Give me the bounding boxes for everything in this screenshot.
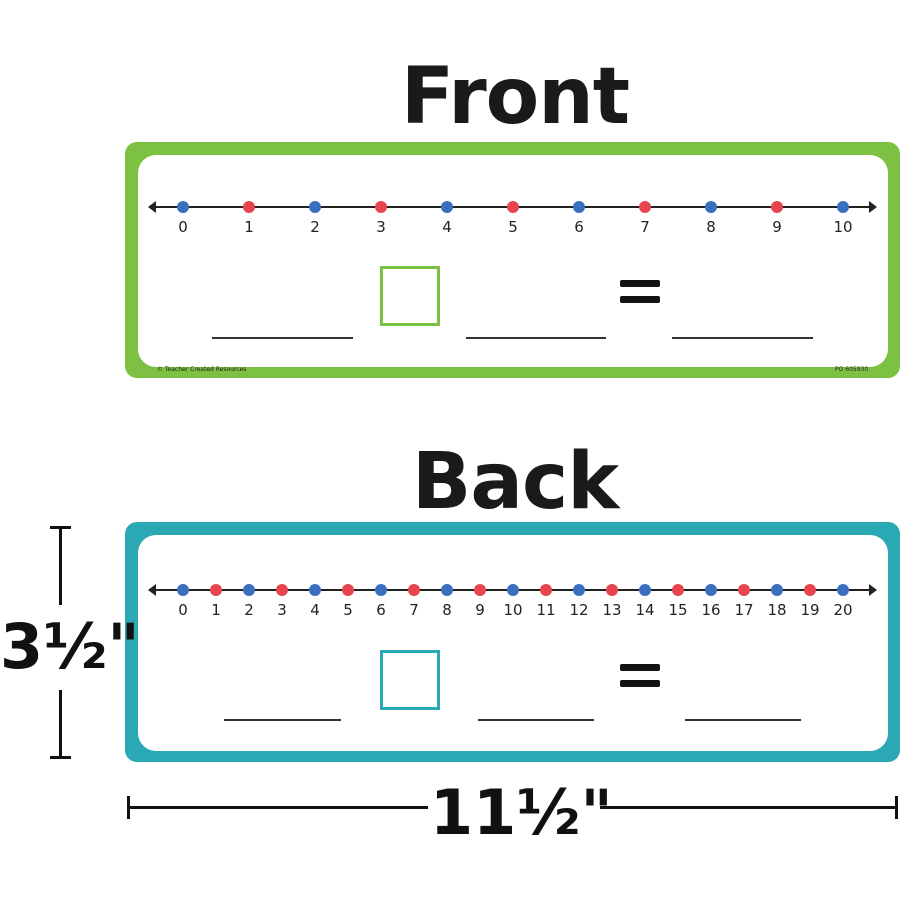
number-label: 3 xyxy=(376,218,386,236)
number-label: 13 xyxy=(602,601,622,619)
operator-box xyxy=(380,650,440,710)
number-dot xyxy=(771,584,783,596)
height-bar xyxy=(59,527,62,605)
width-cap xyxy=(127,796,130,819)
number-label: 0 xyxy=(178,601,188,619)
number-label: 4 xyxy=(442,218,452,236)
number-label: 8 xyxy=(706,218,716,236)
number-dot xyxy=(507,201,519,213)
height-cap xyxy=(50,526,71,529)
number-label: 10 xyxy=(503,601,523,619)
number-label: 1 xyxy=(244,218,254,236)
number-dot xyxy=(276,584,288,596)
operator-box xyxy=(380,266,440,326)
back-card xyxy=(125,522,900,762)
number-label: 11 xyxy=(536,601,556,619)
number-label: 16 xyxy=(701,601,721,619)
number-dot xyxy=(804,584,816,596)
back-card-inner xyxy=(138,535,888,751)
number-dot xyxy=(639,584,651,596)
height-bar xyxy=(59,690,62,758)
number-label: 5 xyxy=(508,218,518,236)
number-label: 7 xyxy=(409,601,419,619)
number-label: 10 xyxy=(833,218,853,236)
number-dot xyxy=(474,584,486,596)
answer-blank xyxy=(212,337,353,339)
number-label: 2 xyxy=(244,601,254,619)
number-label: 20 xyxy=(833,601,853,619)
equals-sign xyxy=(620,680,660,687)
number-label: 19 xyxy=(800,601,820,619)
number-dot xyxy=(309,201,321,213)
number-dot xyxy=(375,201,387,213)
number-dot xyxy=(441,584,453,596)
front-card: © Teacher Created Resources PO 605930 xyxy=(125,142,900,378)
number-label: 15 xyxy=(668,601,688,619)
number-dot xyxy=(573,584,585,596)
number-dot xyxy=(738,584,750,596)
number-dot xyxy=(507,584,519,596)
number-dot xyxy=(672,584,684,596)
equals-sign xyxy=(620,296,660,303)
width-bar xyxy=(128,806,428,809)
number-label: 1 xyxy=(211,601,221,619)
number-dot xyxy=(342,584,354,596)
number-label: 8 xyxy=(442,601,452,619)
answer-blank xyxy=(685,719,801,721)
number-dot xyxy=(705,584,717,596)
number-dot xyxy=(837,201,849,213)
back-title: Back xyxy=(411,437,619,527)
number-label: 0 xyxy=(178,218,188,236)
number-label: 5 xyxy=(343,601,353,619)
answer-blank xyxy=(466,337,606,339)
number-dot xyxy=(540,584,552,596)
product-code: PO 605930 xyxy=(835,366,869,373)
copyright-text: © Teacher Created Resources xyxy=(157,366,247,373)
number-dot xyxy=(837,584,849,596)
number-dot xyxy=(606,584,618,596)
number-label: 9 xyxy=(475,601,485,619)
number-dot xyxy=(639,201,651,213)
height-label: 3½" xyxy=(0,610,140,683)
height-cap xyxy=(50,756,71,759)
number-label: 18 xyxy=(767,601,787,619)
front-card-inner xyxy=(138,155,888,367)
width-bar xyxy=(600,806,897,809)
front-title: Front xyxy=(400,52,630,142)
number-dot xyxy=(573,201,585,213)
equals-sign xyxy=(620,280,660,287)
number-dot xyxy=(309,584,321,596)
number-dot xyxy=(210,584,222,596)
number-dot xyxy=(177,201,189,213)
number-dot xyxy=(771,201,783,213)
number-label: 7 xyxy=(640,218,650,236)
number-label: 17 xyxy=(734,601,754,619)
width-cap xyxy=(895,796,898,819)
number-dot xyxy=(177,584,189,596)
number-label: 9 xyxy=(772,218,782,236)
number-dot xyxy=(243,201,255,213)
number-dot xyxy=(441,201,453,213)
number-label: 3 xyxy=(277,601,287,619)
answer-blank xyxy=(224,719,341,721)
number-label: 4 xyxy=(310,601,320,619)
number-dot xyxy=(705,201,717,213)
number-dot xyxy=(375,584,387,596)
answer-blank xyxy=(478,719,594,721)
number-dot xyxy=(243,584,255,596)
equals-sign xyxy=(620,664,660,671)
number-label: 6 xyxy=(376,601,386,619)
width-label: 11½" xyxy=(430,776,613,849)
number-label: 6 xyxy=(574,218,584,236)
number-label: 2 xyxy=(310,218,320,236)
number-dot xyxy=(408,584,420,596)
answer-blank xyxy=(672,337,813,339)
number-label: 14 xyxy=(635,601,655,619)
number-label: 12 xyxy=(569,601,589,619)
